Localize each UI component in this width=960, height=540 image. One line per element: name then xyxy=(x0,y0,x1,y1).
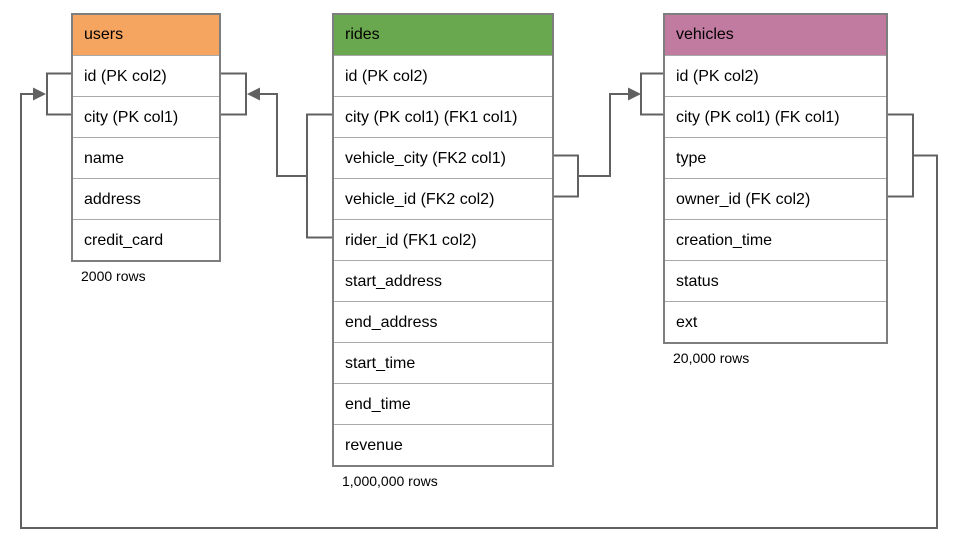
column-row-rides: id (PK col2) xyxy=(334,55,552,96)
column-row-vehicles: status xyxy=(665,260,886,301)
fk-loop-line xyxy=(20,93,938,529)
row-count-label-users: 2000 rows xyxy=(81,268,146,284)
users-pk-junction-left xyxy=(46,72,71,116)
column-row-users: name xyxy=(73,137,219,178)
column-row-users: id (PK col2) xyxy=(73,55,219,96)
column-row-rides: rider_id (FK1 col2) xyxy=(334,219,552,260)
column-row-users: address xyxy=(73,178,219,219)
column-row-rides: start_address xyxy=(334,260,552,301)
db-table-vehicles: vehicles id (PK col2)city (PK col1) (FK … xyxy=(663,13,888,344)
column-row-rides: end_address xyxy=(334,301,552,342)
arrowhead-right-icon xyxy=(628,87,641,101)
connector-vehicles-fk-to-users xyxy=(20,72,938,529)
column-row-users: credit_card xyxy=(73,219,219,260)
column-row-rides: vehicle_city (FK2 col1) xyxy=(334,137,552,178)
column-row-vehicles: city (PK col1) (FK col1) xyxy=(665,96,886,137)
table-title: vehicles xyxy=(665,15,886,55)
column-row-rides: city (PK col1) (FK1 col1) xyxy=(334,96,552,137)
fk2-link-line xyxy=(578,93,628,177)
arrowhead-left-icon xyxy=(247,87,260,101)
column-row-rides: start_time xyxy=(334,342,552,383)
vehicles-fk-junction-right xyxy=(888,113,914,198)
column-row-vehicles: type xyxy=(665,137,886,178)
vehicles-pk-junction-left xyxy=(640,72,663,116)
column-row-vehicles: ext xyxy=(665,301,886,342)
users-pk-junction-right xyxy=(221,72,247,116)
column-row-users: city (PK col1) xyxy=(73,96,219,137)
connector-rides-fk2-to-vehicles xyxy=(554,72,663,198)
column-row-vehicles: creation_time xyxy=(665,219,886,260)
row-count-label-vehicles: 20,000 rows xyxy=(673,350,750,366)
column-row-vehicles: owner_id (FK col2) xyxy=(665,178,886,219)
table-title: users xyxy=(73,15,219,55)
table-columns: id (PK col2)city (PK col1) (FK1 col1)veh… xyxy=(334,55,552,465)
arrowhead-right-icon xyxy=(33,87,46,101)
table-columns: id (PK col2)city (PK col1) (FK col1)type… xyxy=(665,55,886,342)
connector-rides-fk1-to-users xyxy=(221,72,332,239)
column-row-vehicles: id (PK col2) xyxy=(665,55,886,96)
column-row-rides: vehicle_id (FK2 col2) xyxy=(334,178,552,219)
column-row-rides: revenue xyxy=(334,424,552,465)
fk1-link-line xyxy=(260,93,307,177)
db-table-rides: rides id (PK col2)city (PK col1) (FK1 co… xyxy=(332,13,554,467)
row-count-label-rides: 1,000,000 rows xyxy=(342,473,438,489)
rides-fk1-junction-left xyxy=(306,113,332,239)
rides-fk2-junction-right xyxy=(554,154,579,198)
column-row-rides: end_time xyxy=(334,383,552,424)
table-title: rides xyxy=(334,15,552,55)
